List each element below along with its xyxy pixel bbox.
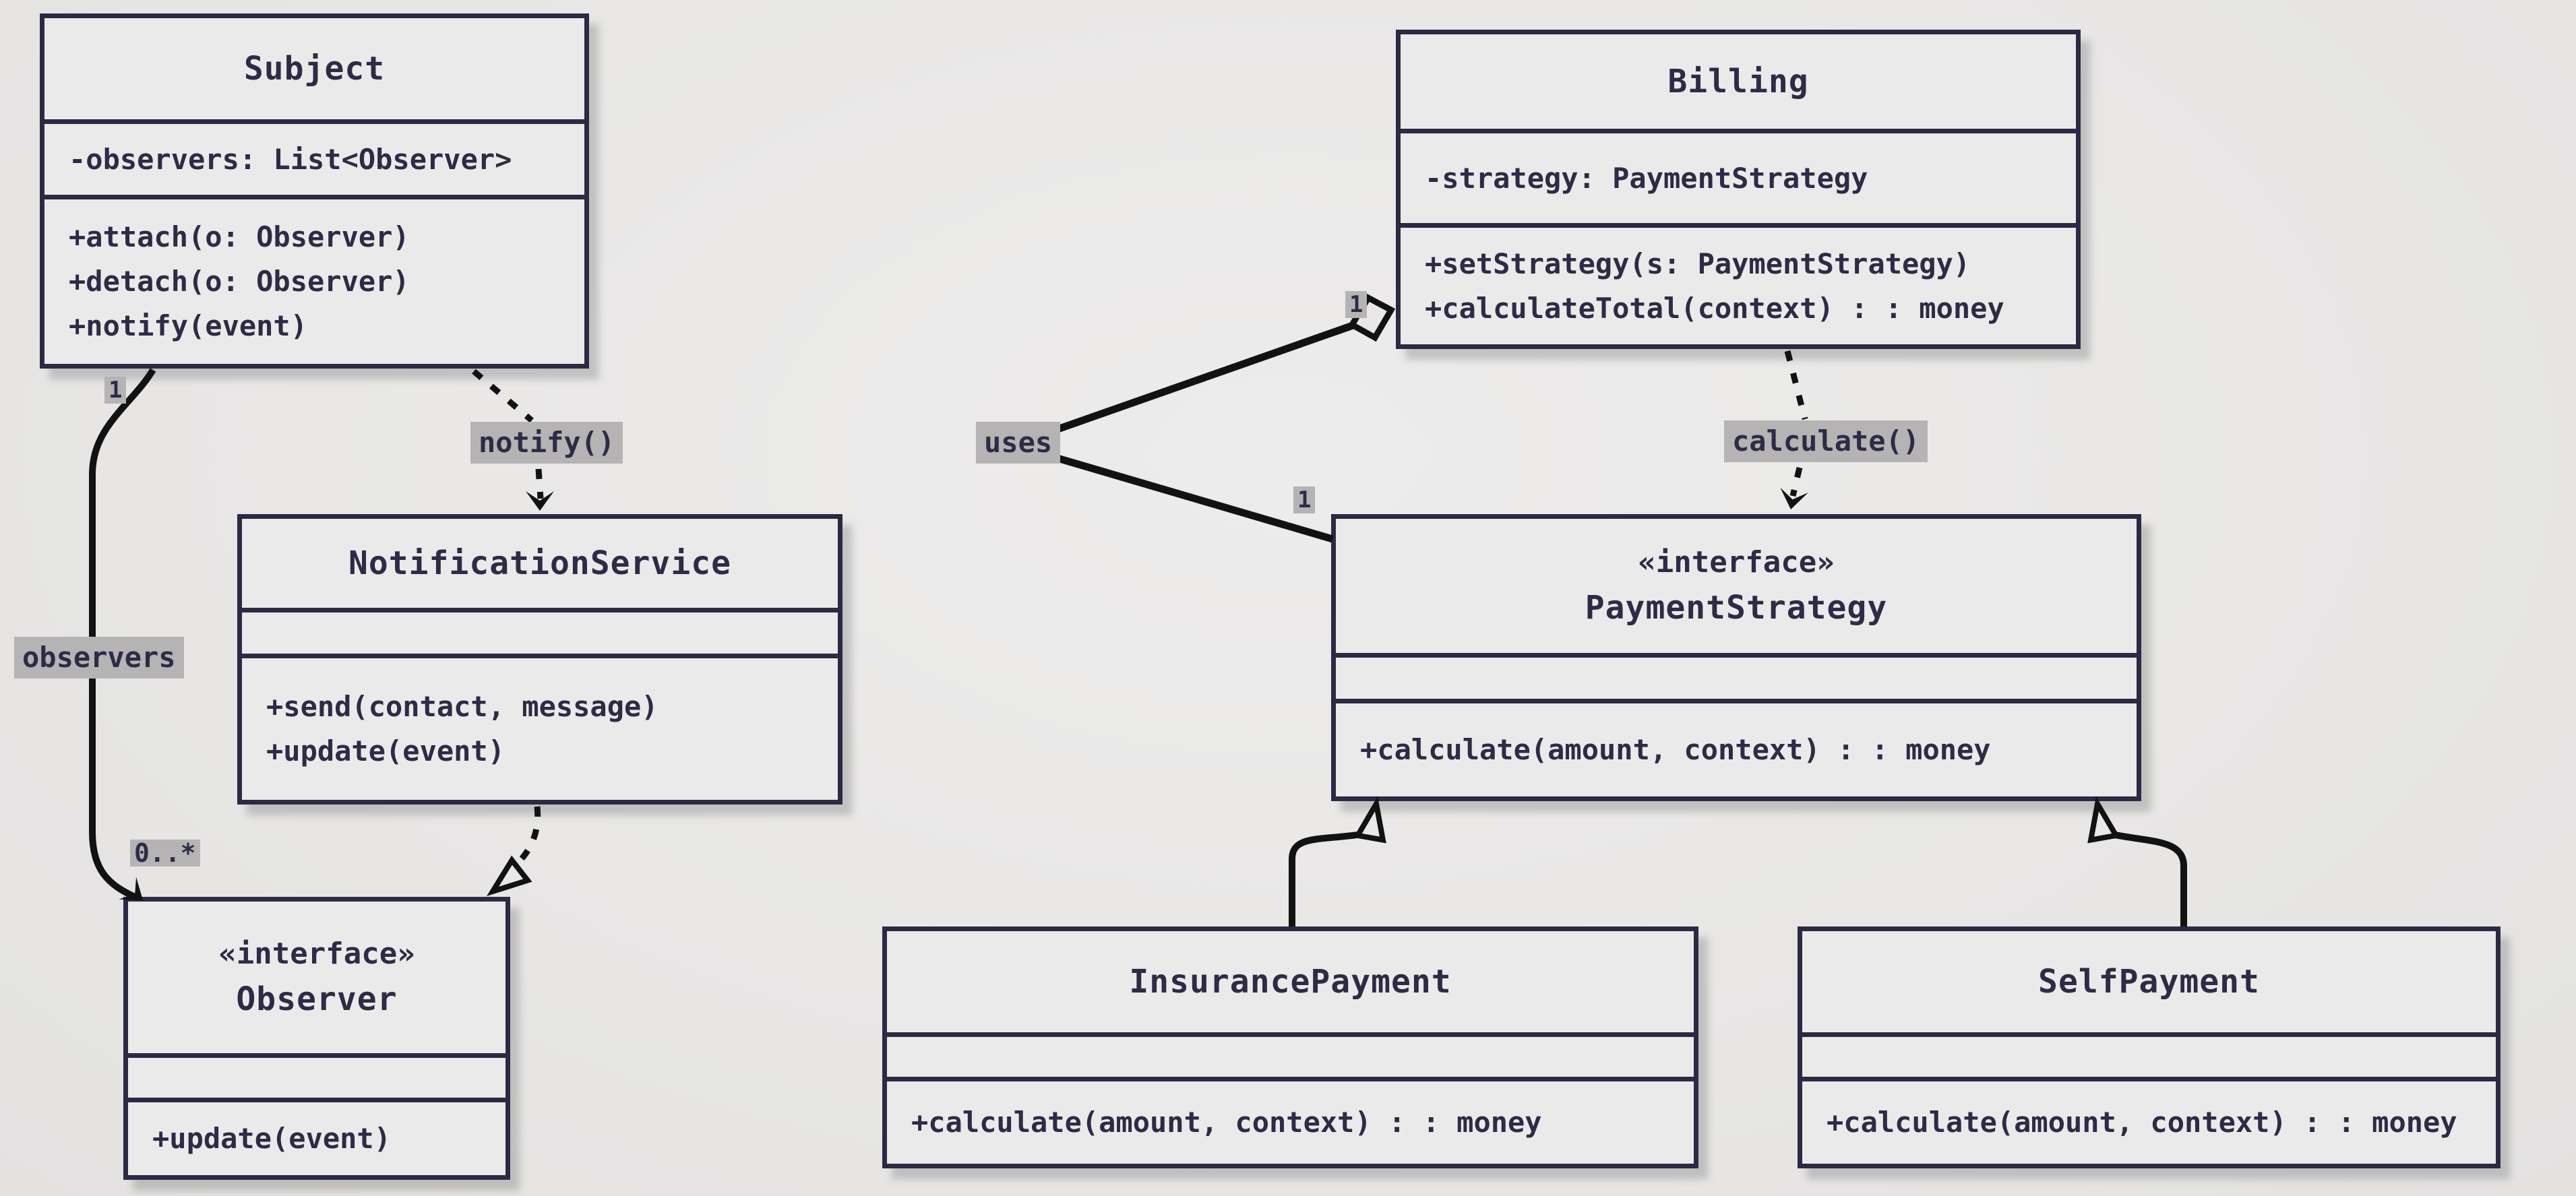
class-name: Observer <box>236 980 398 1018</box>
class-box-insurance-payment: InsurancePayment +calculate(amount, cont… <box>882 926 1698 1168</box>
edge-billing-uses-paymentstrategy-aggregation <box>1045 294 1396 543</box>
class-box-subject: Subject -observers: List<Observer> +atta… <box>40 13 589 369</box>
attributes-compartment-empty <box>1336 653 2137 699</box>
method: +calculate(amount, context) : : money <box>1827 1106 2457 1139</box>
method: +setStrategy(s: PaymentStrategy) <box>1425 247 1971 280</box>
method: +calculateTotal(context) : : money <box>1425 291 2004 325</box>
attributes-compartment-empty <box>128 1053 505 1098</box>
edge-notificationservice-observer-realization <box>485 806 541 902</box>
attributes-compartment: -observers: List<Observer> <box>44 119 584 195</box>
attribute: -strategy: PaymentStrategy <box>1425 161 1868 195</box>
methods-compartment: +send(contact, message) +update(event) <box>242 654 838 800</box>
class-box-payment-strategy: «interface» PaymentStrategy +calculate(a… <box>1331 514 2141 801</box>
stereotype-label: «interface» <box>218 937 415 971</box>
methods-compartment: +setStrategy(s: PaymentStrategy) +calcul… <box>1401 223 2076 344</box>
method: +update(event) <box>266 734 505 767</box>
class-title-compartment: «interface» Observer <box>128 902 505 1053</box>
method: +send(contact, message) <box>266 690 658 723</box>
method: +calculate(amount, context) : : money <box>911 1106 1542 1139</box>
method: +notify(event) <box>69 309 308 342</box>
attributes-compartment: -strategy: PaymentStrategy <box>1401 129 2076 223</box>
methods-compartment: +attach(o: Observer) +detach(o: Observer… <box>44 195 584 364</box>
methods-compartment: +calculate(amount, context) : : money <box>887 1077 1694 1164</box>
methods-compartment: +calculate(amount, context) : : money <box>1802 1077 2496 1164</box>
class-title-compartment: Billing <box>1401 34 2076 129</box>
method: +update(event) <box>152 1122 392 1155</box>
methods-compartment: +calculate(amount, context) : : money <box>1336 699 2137 796</box>
attribute: -observers: List<Observer> <box>69 142 512 176</box>
class-name: PaymentStrategy <box>1585 589 1888 627</box>
methods-compartment: +update(event) <box>128 1098 505 1175</box>
class-title-compartment: Subject <box>44 18 584 119</box>
class-box-billing: Billing -strategy: PaymentStrategy +setS… <box>1396 30 2081 349</box>
edge-label-observers: observers <box>14 637 184 679</box>
attributes-compartment-empty <box>242 608 838 654</box>
class-name: InsurancePayment <box>1129 963 1452 1001</box>
edge-label-uses: uses <box>976 422 1061 464</box>
multiplicity-subject-end: 1 <box>104 377 127 404</box>
class-box-notification-service: NotificationService +send(contact, messa… <box>237 514 842 805</box>
class-box-self-payment: SelfPayment +calculate(amount, context) … <box>1798 926 2501 1168</box>
attributes-compartment-empty <box>1802 1032 2496 1077</box>
method: +attach(o: Observer) <box>69 220 410 253</box>
method: +detach(o: Observer) <box>69 265 410 298</box>
class-box-observer: «interface» Observer +update(event) <box>123 897 510 1180</box>
class-name: SelfPayment <box>2038 963 2260 1001</box>
multiplicity-billing-end: 1 <box>1345 291 1368 318</box>
class-name: NotificationService <box>348 544 732 582</box>
edge-label-calculate: calculate() <box>1724 420 1928 462</box>
class-title-compartment: SelfPayment <box>1802 931 2496 1032</box>
stereotype-label: «interface» <box>1638 545 1835 579</box>
edge-selfpayment-paymentstrategy-generalization <box>2085 802 2187 926</box>
class-name: Subject <box>243 50 386 88</box>
multiplicity-strategy-end: 1 <box>1293 486 1316 513</box>
class-title-compartment: NotificationService <box>242 519 838 608</box>
class-name: Billing <box>1667 63 1809 100</box>
edge-insurancepayment-paymentstrategy-generalization <box>1289 802 1389 926</box>
class-title-compartment: «interface» PaymentStrategy <box>1336 519 2137 653</box>
class-title-compartment: InsurancePayment <box>887 931 1694 1032</box>
method: +calculate(amount, context) : : money <box>1360 733 1991 766</box>
edge-label-notify: notify() <box>470 422 623 464</box>
multiplicity-observer-end: 0..* <box>130 840 200 867</box>
attributes-compartment-empty <box>887 1032 1694 1077</box>
